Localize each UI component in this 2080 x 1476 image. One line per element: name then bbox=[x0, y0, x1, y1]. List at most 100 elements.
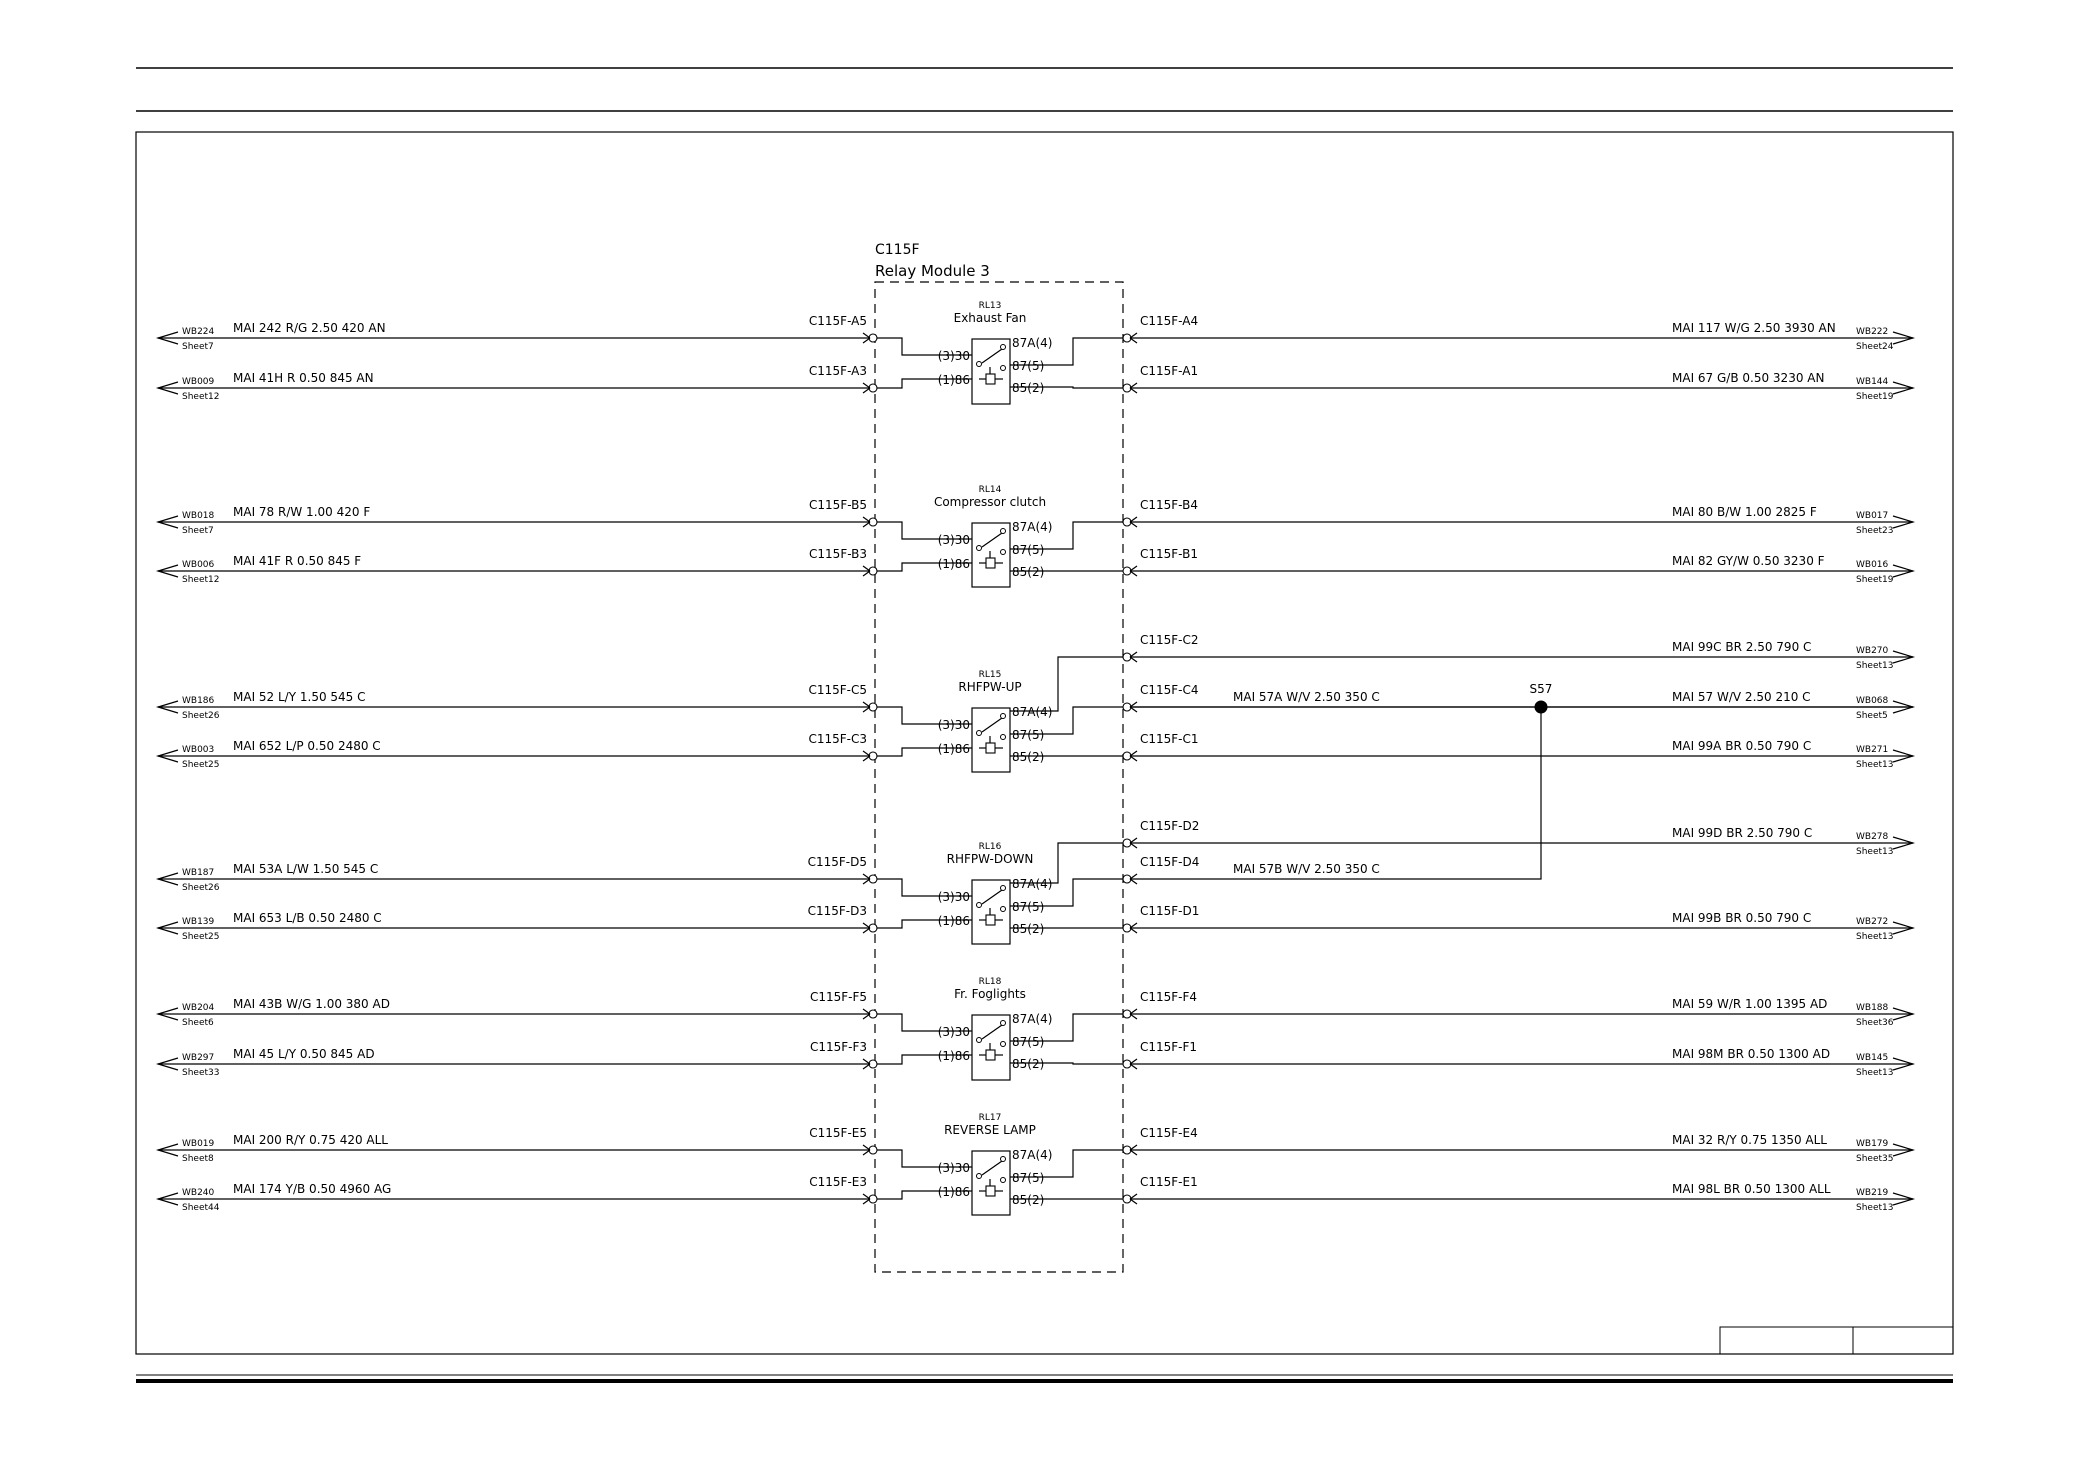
internal-route-87 bbox=[1010, 878, 1123, 907]
right-wire-label: MAI 117 W/G 2.50 3930 AN bbox=[1672, 321, 1836, 335]
relay-name: Fr. Foglights bbox=[954, 987, 1026, 1001]
terminal-left bbox=[868, 923, 878, 933]
left-connector-pin: C115F-E3 bbox=[809, 1175, 867, 1189]
terminal-tick bbox=[1129, 382, 1138, 389]
internal-route-86 bbox=[877, 919, 972, 929]
right-offsheet-arrow bbox=[1892, 1143, 1916, 1157]
terminal-tick bbox=[862, 878, 871, 885]
terminal-tick bbox=[1129, 565, 1138, 572]
internal-route-86 bbox=[877, 378, 972, 389]
left-wire-ref: WB003 bbox=[182, 745, 214, 755]
terminal-tick bbox=[1129, 521, 1138, 528]
terminal-tick bbox=[1129, 1149, 1138, 1156]
relay-contact-nc bbox=[1000, 528, 1006, 534]
right-offsheet-arrow bbox=[1892, 749, 1916, 763]
terminal-tick bbox=[862, 1149, 871, 1156]
left-connector-pin: C115F-F3 bbox=[810, 1040, 867, 1054]
relay-contact-lever bbox=[981, 717, 1003, 733]
right-offsheet-arrow bbox=[1892, 1192, 1916, 1206]
left-wire-sheet: Sheet12 bbox=[182, 392, 219, 402]
relay-contact-lever bbox=[981, 1160, 1003, 1176]
internal-route-87a bbox=[1010, 656, 1123, 712]
right-offsheet-arrow bbox=[1892, 381, 1916, 395]
terminal-tick bbox=[862, 382, 871, 389]
relay-contact-no bbox=[1000, 906, 1006, 912]
right-connector-pin: C115F-B1 bbox=[1140, 547, 1198, 561]
terminal-tick bbox=[862, 706, 871, 713]
relay-contact-lever bbox=[981, 348, 1003, 364]
left-wire-label: MAI 78 R/W 1.00 420 F bbox=[233, 505, 370, 519]
right-offsheet-arrow bbox=[1892, 836, 1916, 850]
terminal-tick bbox=[1129, 1058, 1138, 1065]
pin-label-85: 85(2) bbox=[1012, 381, 1044, 395]
pin-label-86: (1)86 bbox=[938, 1049, 970, 1063]
right-wire-sheet: Sheet35 bbox=[1856, 1154, 1893, 1164]
terminal-tick bbox=[1129, 656, 1138, 663]
pin-label-85: 85(2) bbox=[1012, 565, 1044, 579]
terminal-tick bbox=[862, 873, 871, 880]
right-wire-label: MAI 99A BR 0.50 790 C bbox=[1672, 739, 1811, 753]
pin-label-86: (1)86 bbox=[938, 1185, 970, 1199]
relay-contact-no bbox=[1000, 1041, 1006, 1047]
internal-route-87 bbox=[1010, 1013, 1123, 1042]
left-wire-ref: WB186 bbox=[182, 696, 215, 706]
right-offsheet-arrow bbox=[1892, 1007, 1916, 1021]
left-connector-pin: C115F-C5 bbox=[808, 683, 867, 697]
right-connector-pin: C115F-C4 bbox=[1140, 683, 1199, 697]
internal-route-30 bbox=[877, 521, 972, 540]
relay-coil bbox=[985, 742, 996, 754]
pin-label-87a: 87A(4) bbox=[1012, 877, 1052, 891]
left-wire-label: MAI 242 R/G 2.50 420 AN bbox=[233, 321, 386, 335]
terminal-left bbox=[868, 1009, 878, 1019]
right-connector-pin: C115F-F4 bbox=[1140, 990, 1197, 1004]
pin-label-86: (1)86 bbox=[938, 914, 970, 928]
drawing-frame bbox=[135, 131, 1954, 1355]
right-connector-pin: C115F-B4 bbox=[1140, 498, 1198, 512]
relay-coil bbox=[985, 1185, 996, 1197]
terminal-tick bbox=[1129, 701, 1138, 708]
pin-label-85: 85(2) bbox=[1012, 1193, 1044, 1207]
terminal-tick bbox=[1129, 873, 1138, 880]
module-id: C115F bbox=[875, 242, 920, 258]
pin-label-87: 87(5) bbox=[1012, 543, 1044, 557]
pin-label-30: (3)30 bbox=[938, 890, 970, 904]
pin-label-87: 87(5) bbox=[1012, 900, 1044, 914]
relay-contact-no bbox=[1000, 734, 1006, 740]
pin-label-30: (3)30 bbox=[938, 1025, 970, 1039]
terminal-tick bbox=[1129, 922, 1138, 929]
pin-label-87: 87(5) bbox=[1012, 728, 1044, 742]
left-wire-ref: WB009 bbox=[182, 377, 215, 387]
pin-label-87: 87(5) bbox=[1012, 1171, 1044, 1185]
right-wire-sheet: Sheet13 bbox=[1856, 932, 1893, 942]
left-connector-pin: C115F-D3 bbox=[808, 904, 867, 918]
left-wire-ref: WB224 bbox=[182, 327, 215, 337]
terminal-left bbox=[868, 333, 878, 343]
right-wire-sheet: Sheet19 bbox=[1856, 575, 1894, 585]
pin-label-85: 85(2) bbox=[1012, 922, 1044, 936]
left-connector-pin: C115F-A3 bbox=[809, 364, 867, 378]
terminal-tick bbox=[862, 701, 871, 708]
left-connector-pin: C115F-F5 bbox=[810, 990, 867, 1004]
right-wire-label: MAI 59 W/R 1.00 1395 AD bbox=[1672, 997, 1827, 1011]
terminal-tick bbox=[862, 755, 871, 762]
left-wire-sheet: Sheet26 bbox=[182, 883, 220, 893]
relay-ref: RL18 bbox=[979, 977, 1002, 987]
pin-label-87: 87(5) bbox=[1012, 1035, 1044, 1049]
relay-name: RHFPW-UP bbox=[958, 680, 1021, 694]
internal-route-87 bbox=[1010, 706, 1123, 735]
internal-route-30 bbox=[877, 1013, 972, 1032]
left-connector-pin: C115F-A5 bbox=[809, 314, 867, 328]
right-wire-label: MAI 57 W/V 2.50 210 C bbox=[1672, 690, 1811, 704]
left-connector-pin: C115F-B5 bbox=[809, 498, 867, 512]
right-wire-label: MAI 67 G/B 0.50 3230 AN bbox=[1672, 371, 1824, 385]
relay-coil bbox=[985, 373, 996, 385]
internal-route-30 bbox=[877, 337, 972, 356]
terminal-tick bbox=[1129, 1008, 1138, 1015]
pin-label-30: (3)30 bbox=[938, 533, 970, 547]
terminal-tick bbox=[1129, 1063, 1138, 1070]
relay-name: RHFPW-DOWN bbox=[947, 852, 1034, 866]
pin-label-87a: 87A(4) bbox=[1012, 520, 1052, 534]
relay-contact-nc bbox=[1000, 1156, 1006, 1162]
